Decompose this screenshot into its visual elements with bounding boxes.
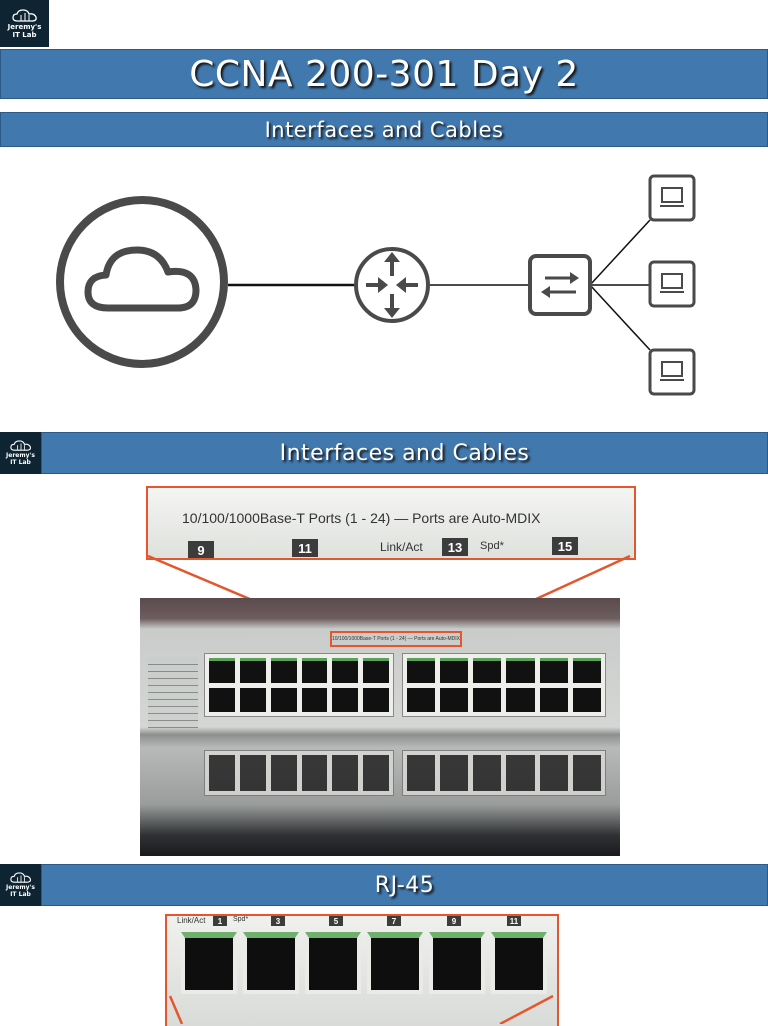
jeremys-it-lab-logo: Jeremy's IT Lab <box>0 864 41 906</box>
logo-line2: IT Lab <box>12 30 37 39</box>
port-number-11: 11 <box>507 916 521 926</box>
slide-title-text: Interfaces and Cables <box>279 440 530 466</box>
port-number-7: 7 <box>387 916 401 926</box>
port-number-9: 9 <box>188 541 214 558</box>
cloud-circuit-icon <box>9 872 31 883</box>
slide-subtitle: Interfaces and Cables <box>0 112 768 147</box>
slide-subtitle-text: Interfaces and Cables <box>264 117 504 142</box>
port-number-1: 1 <box>213 916 227 926</box>
port-number-3: 3 <box>271 916 285 926</box>
port-number-13: 13 <box>442 538 468 556</box>
pc-icon <box>648 348 696 396</box>
network-diagram <box>56 174 696 396</box>
cloud-icon <box>56 196 228 368</box>
spd-label: Spd* <box>480 540 504 552</box>
port-number-11: 11 <box>292 539 318 557</box>
port-block-reflection-right <box>402 750 606 796</box>
cloud-circuit-icon <box>9 440 31 451</box>
slide-title: CCNA 200-301 Day 2 <box>0 49 768 99</box>
port-number-9: 9 <box>447 916 461 926</box>
logo-line2: IT Lab <box>10 891 31 898</box>
switch-icon <box>528 254 592 316</box>
pc-icon <box>648 260 696 308</box>
port-number-5: 5 <box>329 916 343 926</box>
port-block-right <box>402 653 606 717</box>
port-label-highlight: 10/100/1000Base-T Ports (1 - 24) — Ports… <box>330 631 462 647</box>
logo-line1: Jeremy's <box>6 452 35 459</box>
logo-line2: IT Lab <box>10 459 31 466</box>
switch-pc1-link <box>589 219 651 286</box>
slide-title: Interfaces and Cables <box>41 432 768 474</box>
link-act-label: Link/Act <box>380 540 423 554</box>
ports-label: 10/100/1000Base-T Ports (1 - 24) — Ports… <box>182 510 541 526</box>
port-block-left <box>204 653 394 717</box>
photo-ports-label: 10/100/1000Base-T Ports (1 - 24) — Ports… <box>331 636 461 642</box>
jeremys-it-lab-logo: Jeremy's IT Lab <box>0 432 41 474</box>
port-block-reflection-left <box>204 750 394 796</box>
logo-line1: Jeremy's <box>6 884 35 891</box>
link-act-label: Link/Act <box>177 916 206 925</box>
jeremys-it-lab-logo: Jeremy's IT Lab <box>0 0 49 47</box>
switch-leds-legend <box>148 658 198 728</box>
port-number-15: 15 <box>552 537 578 555</box>
pc-icon <box>648 174 696 222</box>
router-icon <box>354 247 430 323</box>
switch-pc3-link <box>589 284 651 351</box>
logo-line1: Jeremy's <box>7 22 42 31</box>
slide-title-text: RJ-45 <box>374 872 435 898</box>
rj45-ports-zoom: Link/Act Spd* 1 3 5 7 9 11 <box>165 914 559 1026</box>
slide-title-text: CCNA 200-301 Day 2 <box>189 53 579 95</box>
port-label-zoom: 10/100/1000Base-T Ports (1 - 24) — Ports… <box>146 486 636 560</box>
slide-title: RJ-45 <box>41 864 768 906</box>
spd-label: Spd* <box>233 916 249 923</box>
rj45-port-row <box>181 932 547 994</box>
switch-photo: 10/100/1000Base-T Ports (1 - 24) — Ports… <box>140 598 620 856</box>
cloud-circuit-icon <box>11 8 37 22</box>
